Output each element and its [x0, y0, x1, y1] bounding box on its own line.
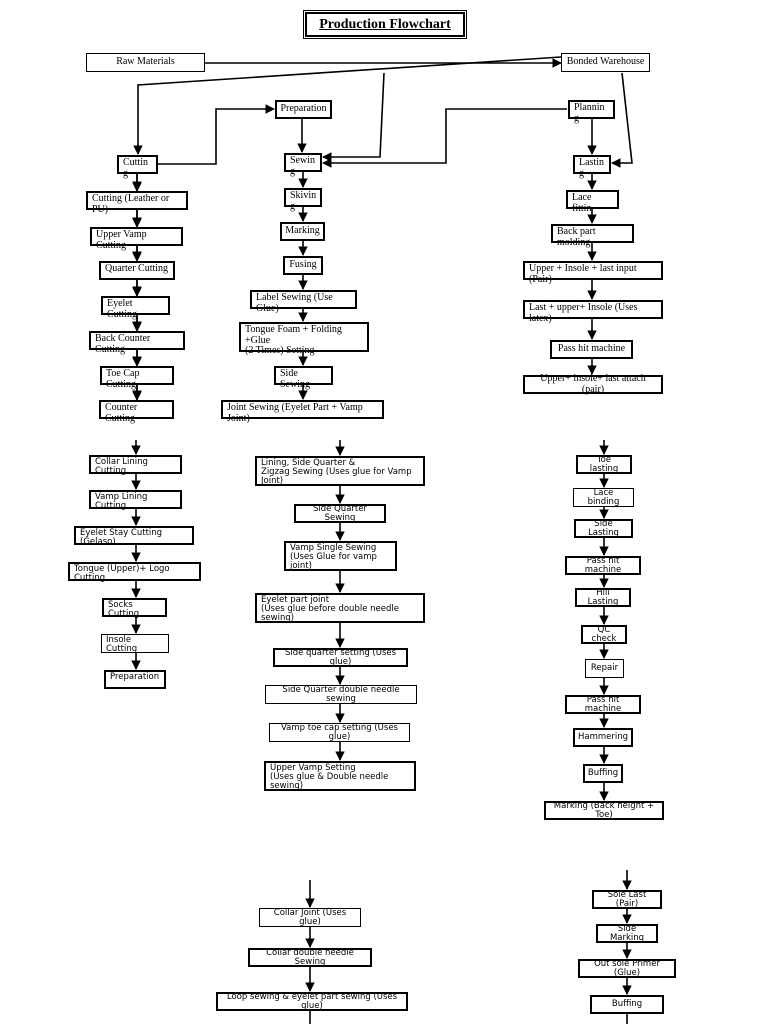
lace-binding-box: Lace binding	[573, 488, 634, 507]
counter-cutting-box: Counter Cutting	[99, 400, 174, 423]
marking-back-height-box: Marking (Back height + Toe)	[544, 801, 664, 820]
toe-cap-cutting-box: Toe Cap Cutting	[100, 366, 174, 389]
side-lasting-box: Side Lasting	[574, 519, 633, 538]
qc-check-box: QC check	[581, 625, 627, 644]
bonded-to-lasting-arrow	[611, 72, 633, 168]
buffing-final-box: Buffing	[590, 995, 664, 1014]
upper-insole-last-input-box: Upper + Insole + last input (Pair)	[523, 261, 663, 284]
socks-cutting-box: Socks Cutting	[102, 598, 167, 618]
side-quarter-setting-box: Side quarter setting (Uses glue)	[273, 648, 408, 667]
marking-box: Marking	[280, 222, 325, 241]
bonded-warehouse-box: Bonded Warehouse	[561, 53, 650, 72]
vamp-toe-cap-setting-box: Vamp toe cap setting (Uses glue)	[269, 723, 410, 742]
upper-insole-last-attach-box: Upper+ insole+ last attach (pair)	[523, 373, 663, 394]
planning-hub-box: Plannin g	[568, 100, 615, 123]
lasting-box: Lastin g	[573, 155, 611, 178]
vamp-single-sewing-box: Vamp Single Sewing (Uses Glue for vamp j…	[284, 541, 397, 571]
collar-lining-cutting-box: Collar Lining Cutting	[89, 455, 182, 475]
pass-hit-machine-1-box: Pass hit machine	[565, 556, 641, 575]
tongue-logo-cutting-box: Tongue (Upper)+ Logo Cutting	[68, 562, 201, 582]
upper-vamp-cutting-box: Upper Vamp Cutting	[90, 227, 183, 250]
last-upper-insole-box: Last + upper+ Insole (Uses latex)	[523, 300, 663, 323]
eyelet-stay-cutting-box: Eyelet Stay Cutting (Gelaso)	[74, 526, 194, 546]
preparation-end-box: Preparation	[104, 670, 166, 689]
joint-sewing-box: Joint Sewing (Eyelet Part + Vamp Joint)	[221, 400, 384, 423]
toe-lasting-box: Toe lasting	[576, 455, 632, 474]
cutting-leather-pu-box: Cutting (Leather or PU)	[86, 191, 188, 214]
loop-sewing-box: Loop sewing & eyelet part sewing (Uses g…	[216, 992, 408, 1011]
insole-cutting-box: Insole Cutting	[101, 634, 169, 653]
buffing-box: Buffing	[583, 764, 623, 783]
hammering-box: Hammering	[573, 728, 633, 747]
sewing-box: Sewin g	[284, 153, 322, 176]
pass-hit-machine-2-box: Pass hit machine	[565, 695, 641, 714]
side-sewing-box: Side Sewing	[274, 366, 333, 389]
bonded-to-sewing-arrow	[322, 72, 385, 162]
cutting-hub-box: Cuttin g	[117, 155, 158, 178]
tongue-foam-box: Tongue Foam + Folding +Glue (2 Times) Se…	[239, 322, 369, 356]
bonded-to-cutting-arrow	[133, 56, 562, 155]
collar-joint-box: Collar Joint (Uses glue)	[259, 908, 361, 927]
out-sole-primer-box: Out sole Primer (Glue)	[578, 959, 676, 978]
eyelet-cutting-box: Eyelet Cutting	[101, 296, 170, 319]
raw-materials-box: Raw Materials	[86, 53, 205, 72]
back-part-molding-box: Back part molding	[551, 224, 634, 247]
collar-double-needle-box: Collar double needle Sewing	[248, 948, 372, 967]
lining-side-quarter-box: Lining, Side Quarter & Zigzag Sewing (Us…	[255, 456, 425, 486]
upper-vamp-setting-box: Upper Vamp Setting (Uses glue & Double n…	[264, 761, 416, 791]
side-marking-box: Side Marking	[596, 924, 658, 943]
skiving-box: Skivin g	[284, 188, 322, 211]
pass-hit-machine-top-box: Pass hit machine	[550, 340, 633, 359]
repair-box: Repair	[585, 659, 624, 678]
side-quarter-sewing-box: Side Quarter Sewing	[294, 504, 386, 523]
page-title: Production Flowchart	[305, 12, 465, 37]
back-counter-cutting-box: Back Counter Cutting	[89, 331, 185, 354]
quarter-cutting-box: Quarter Cutting	[99, 261, 175, 280]
side-quarter-double-needle-box: Side Quarter double needle sewing	[265, 685, 417, 704]
hill-lasting-box: Hill Lasting	[575, 588, 631, 607]
eyelet-part-joint-box: Eyelet part joint (Uses glue before doub…	[255, 593, 425, 623]
cutting-to-preparation-arrow	[158, 104, 275, 165]
label-sewing-box: Label Sewing (Use Glue)	[250, 290, 357, 313]
planning-to-sewing-arrow	[322, 108, 567, 168]
sole-last-box: Sole Last (Pair)	[592, 890, 662, 909]
lace-fitting-box: Lace fittin	[566, 190, 619, 213]
fusing-box: Fusing	[283, 256, 323, 275]
preparation-hub-box: Preparation	[275, 100, 332, 119]
vamp-lining-cutting-box: Vamp Lining Cutting	[89, 490, 182, 510]
